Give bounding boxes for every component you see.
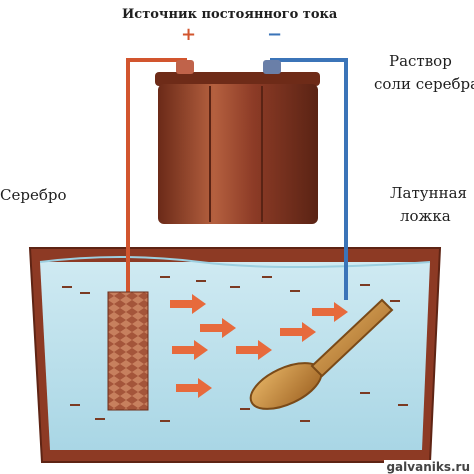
ions: [62, 276, 408, 422]
solution-label-line1: Раствор: [389, 52, 452, 70]
battery-body: [158, 84, 318, 224]
flow-arrow-icon: [172, 340, 208, 360]
tank-liquid: [40, 262, 430, 450]
silver-label: Серебро: [0, 186, 67, 204]
flow-arrow-icon: [200, 318, 236, 338]
flow-arrow-icon: [176, 378, 212, 398]
brass-spoon: [249, 298, 394, 410]
liquid-surface: [39, 256, 431, 268]
flow-arrow-icon: [170, 294, 206, 314]
plus-sign-icon: +: [181, 24, 197, 45]
spoon-label-line1: Латунная: [390, 184, 467, 202]
ion-flow-arrows: [170, 294, 348, 398]
battery-cap: [155, 72, 320, 86]
flow-arrow-icon: [312, 302, 348, 322]
positive-terminal: [176, 60, 194, 74]
watermark: galvaniks.ru: [384, 460, 472, 474]
spoon-label-line2: ложка: [400, 207, 451, 225]
minus-sign-icon: −: [267, 24, 283, 45]
flow-arrow-icon: [236, 340, 272, 360]
flow-arrow-icon: [280, 322, 316, 342]
power-source-title: Источник постоянного тока: [122, 7, 338, 22]
negative-terminal: [263, 60, 281, 74]
solution-label-line2: соли серебра: [374, 75, 474, 93]
silver-anode: [107, 291, 149, 411]
